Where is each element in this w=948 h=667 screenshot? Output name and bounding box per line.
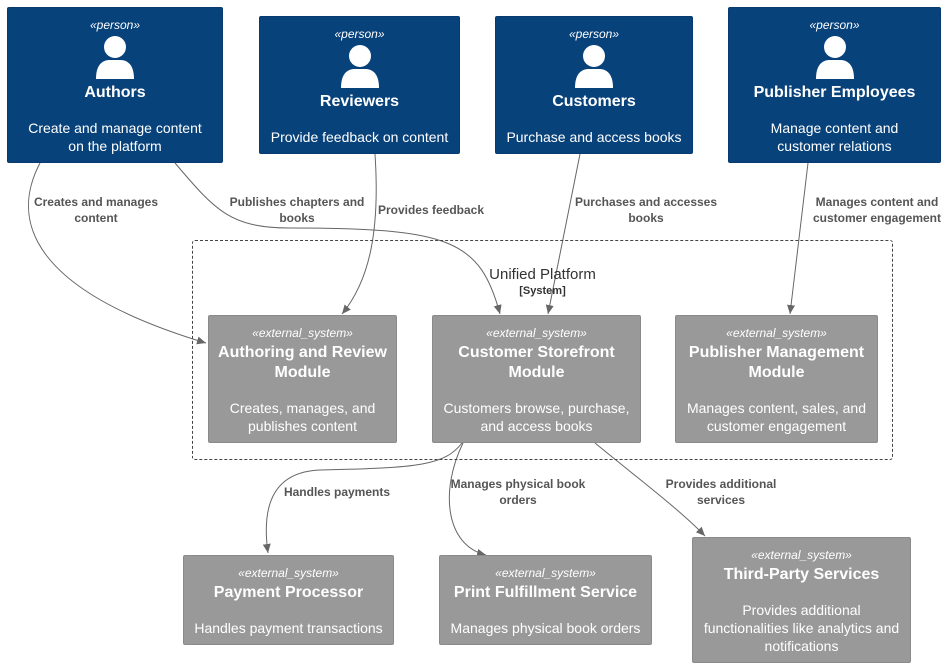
edge-label-manages-physical-orders: Manages physical book orders [450, 477, 586, 507]
system-stereotype: «external_system» [238, 566, 339, 580]
person-stereotype: «person» [89, 18, 141, 32]
system-stereotype: «external_system» [252, 326, 353, 340]
system-title: Payment Processor [213, 584, 364, 601]
person-icon [815, 36, 854, 79]
person-icon [575, 45, 613, 88]
boundary-subtitle: [System] [519, 285, 566, 297]
person-icon [96, 36, 134, 79]
person-title: Customers [552, 93, 636, 110]
person-publisher-employees[interactable]: «person» Publisher Employees Manage cont… [728, 7, 941, 163]
person-title: Authors [84, 84, 146, 101]
person-description: Create and manage content on the platfor… [28, 120, 202, 154]
person-stereotype: «person» [334, 27, 385, 41]
edge-label-provides-feedback: Provides feedback [377, 203, 485, 217]
system-publisher-management-module[interactable]: «external_system» Publisher Management M… [675, 315, 878, 443]
system-third-party-services[interactable]: «external_system» Third-Party Services P… [692, 537, 911, 663]
edge-authors-authoring [28, 162, 207, 345]
system-stereotype: «external_system» [495, 566, 596, 580]
system-print-fulfillment[interactable]: «external_system» Print Fulfillment Serv… [439, 555, 652, 645]
edge-reviewers-authoring [341, 153, 377, 315]
person-title: Reviewers [319, 93, 400, 110]
system-title: Publisher Management Module [688, 344, 865, 381]
person-customers[interactable]: «person» Customers Purchase and access b… [495, 16, 693, 154]
person-title: Publisher Employees [753, 84, 916, 101]
system-title: Third-Party Services [723, 566, 880, 583]
edge-label-handles-payments: Handles payments [283, 485, 391, 499]
edge-label-provides-additional-services: Provides additional services [665, 477, 777, 507]
system-title: Customer Storefront Module [458, 344, 615, 381]
system-authoring-module[interactable]: «external_system» Authoring and Review M… [208, 315, 397, 443]
edge-label-manages-content-engagement: Manages content and customer engagement [812, 195, 942, 225]
edge-label-purchases-and-accesses: Purchases and accesses books [574, 195, 718, 225]
system-description: Customers browse, purchase, and access b… [443, 400, 630, 434]
person-reviewers[interactable]: «person» Reviewers Provide feedback on c… [259, 16, 460, 154]
boundary-title: Unified Platform [489, 266, 596, 283]
system-boundary: Unified Platform [System] [192, 240, 893, 460]
system-description: Provides additional functionalities like… [703, 602, 900, 654]
edge-label-publishes-chapters: Publishes chapters and books [229, 195, 365, 225]
edge-authors-storefront [174, 162, 502, 315]
system-storefront-module[interactable]: «external_system» Customer Storefront Mo… [432, 315, 641, 443]
system-description: Manages physical book orders [450, 620, 641, 636]
system-payment-processor[interactable]: «external_system» Payment Processor Hand… [183, 555, 394, 645]
edge-storefront-payment [262, 442, 463, 554]
person-stereotype: «person» [568, 27, 620, 41]
edge-label-creates-and-manages: Creates and manages content [33, 195, 159, 225]
person-description: Provide feedback on content [270, 129, 449, 145]
system-description: Handles payment transactions [194, 620, 383, 636]
system-title: Authoring and Review Module [218, 344, 387, 381]
edge-storefront-thirdparty [594, 442, 706, 537]
edge-publisher-pubmgmt [787, 162, 809, 315]
system-title: Print Fulfillment Service [453, 584, 638, 601]
person-authors[interactable]: «person» Authors Create and manage conte… [7, 7, 223, 163]
person-stereotype: «person» [809, 18, 860, 32]
person-description: Purchase and access books [506, 129, 682, 145]
system-description: Manages content, sales, and customer eng… [686, 400, 866, 434]
system-stereotype: «external_system» [751, 548, 852, 562]
system-stereotype: «external_system» [726, 326, 827, 340]
edge-customers-storefront [545, 153, 581, 315]
person-description: Manage content and customer relations [770, 120, 899, 154]
person-icon [340, 45, 379, 88]
system-description: Creates, manages, and publishes content [229, 400, 376, 434]
system-stereotype: «external_system» [486, 326, 587, 340]
